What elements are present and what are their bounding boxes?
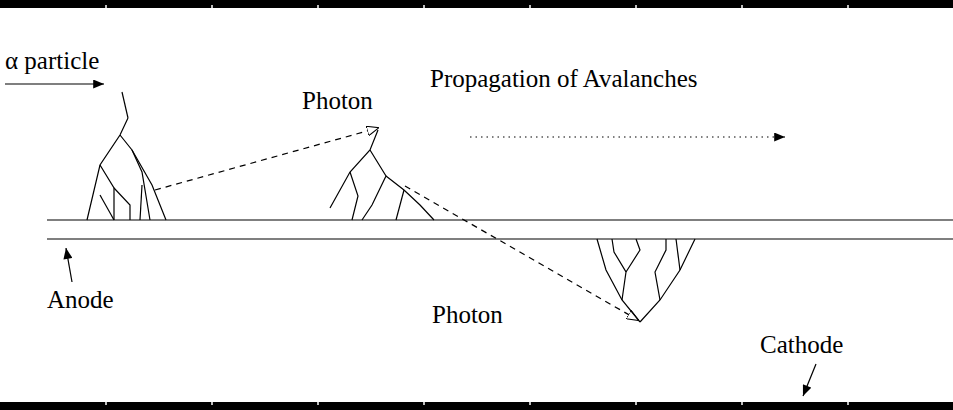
photon-label: Photon (432, 300, 503, 330)
alpha-track (122, 92, 128, 118)
direction-label: Propagation of Avalanches (430, 64, 698, 94)
leader-arrow (66, 248, 72, 282)
particle-label: α particle (5, 46, 99, 76)
electrode-label: Anode (47, 285, 114, 315)
propagation-arrow (470, 136, 785, 137)
photon-label: Photon (302, 86, 373, 116)
photon-path (405, 186, 638, 320)
leader-arrow (803, 364, 816, 396)
anode-wire (47, 220, 953, 239)
electrode-label: Cathode (760, 330, 843, 360)
avalanche-tree (597, 239, 695, 322)
avalanche-tree (87, 118, 166, 220)
alpha-arrow (5, 83, 104, 84)
avalanche-tree (330, 130, 434, 220)
